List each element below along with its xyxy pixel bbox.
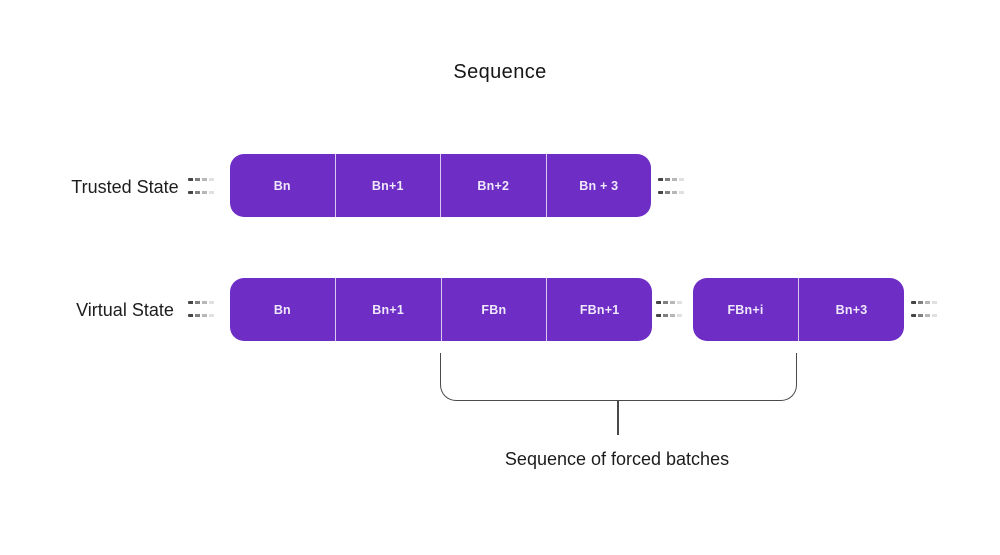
double-dashed-line-icon: [188, 178, 215, 194]
virtual-batch-group-1: Bn Bn+1 FBn FBn+1: [230, 278, 652, 341]
dash-row: [911, 314, 938, 317]
batch-block: Bn: [273, 302, 291, 317]
batch-block: FBn+1: [546, 278, 652, 341]
virtual-batch-group-2: FBn+i Bn+3: [693, 278, 904, 341]
dash-row: [188, 314, 215, 317]
batch-block: Bn + 3: [545, 154, 652, 217]
batch-block: FBn+i: [727, 302, 764, 317]
dash-row: [188, 178, 215, 181]
virtual-state-label: Virtual State: [76, 300, 174, 320]
batch-block: Bn+1: [334, 278, 441, 341]
dash-row: [658, 178, 685, 181]
batch-block: Bn+1: [334, 154, 441, 217]
forced-batches-bracket: [440, 353, 797, 401]
double-dashed-line-icon: [911, 301, 938, 317]
batch-block: Bn+3: [798, 278, 904, 341]
bracket-stem: [617, 400, 619, 435]
batch-block: Bn: [273, 178, 291, 193]
double-dashed-line-icon: [188, 301, 215, 317]
dash-row: [188, 301, 215, 304]
batch-block: FBn: [440, 278, 547, 341]
trusted-state-label: Trusted State: [71, 177, 179, 197]
double-dashed-line-icon: [658, 178, 685, 194]
dash-row: [188, 191, 215, 194]
page-title: Sequence: [453, 61, 547, 83]
forced-batches-caption: Sequence of forced batches: [504, 449, 730, 469]
dash-row: [658, 191, 685, 194]
dash-row: [656, 301, 683, 304]
dash-row: [911, 301, 938, 304]
double-dashed-line-icon: [656, 301, 683, 317]
trusted-batch-group: Bn Bn+1 Bn+2 Bn + 3: [230, 154, 651, 217]
dash-row: [656, 314, 683, 317]
batch-block: Bn+2: [440, 154, 546, 217]
